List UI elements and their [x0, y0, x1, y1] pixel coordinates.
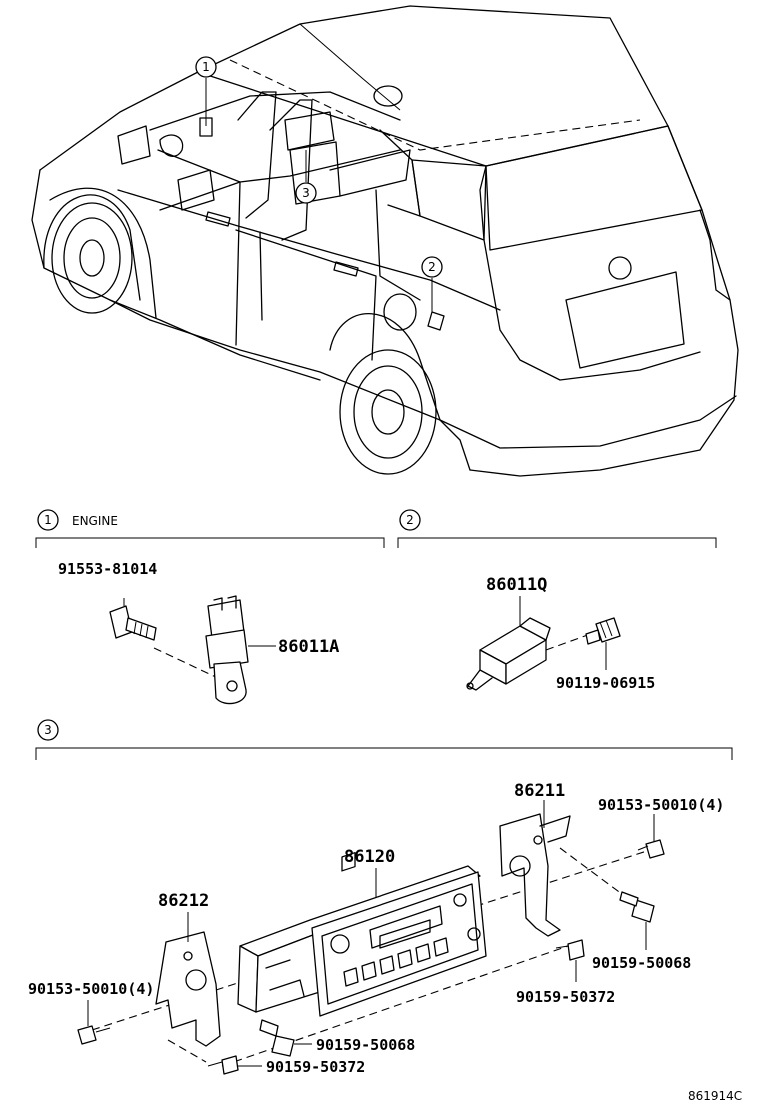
- callout-1[interactable]: 1: [195, 56, 217, 78]
- part-86120[interactable]: 86120: [344, 847, 395, 867]
- bracket-86212[interactable]: [155, 931, 221, 1047]
- part-90119-06915[interactable]: 90119-06915: [556, 674, 655, 692]
- svg-text:2: 2: [406, 513, 414, 527]
- svg-text:3: 3: [44, 723, 52, 737]
- section-1-header: 1 ENGINE: [35, 509, 385, 548]
- section-2-header: 2: [397, 509, 717, 548]
- part-90159-50068-right[interactable]: 90159-50068: [592, 954, 691, 972]
- svg-text:2: 2: [428, 260, 436, 274]
- svg-text:3: 3: [302, 186, 310, 200]
- screw-icon[interactable]: [619, 891, 655, 923]
- bolt-icon[interactable]: [585, 617, 621, 645]
- part-86011a[interactable]: 86011A: [278, 637, 339, 657]
- callout-leaders: [199, 78, 433, 312]
- section-2-parts: [466, 596, 621, 691]
- part-91553-81014[interactable]: 91553-81014: [58, 560, 157, 578]
- part-86011q[interactable]: 86011Q: [486, 575, 547, 595]
- part-90153-50010-right[interactable]: 90153-50010(4): [598, 796, 724, 814]
- screw-icon[interactable]: [207, 1055, 239, 1075]
- part-86212[interactable]: 86212: [158, 891, 209, 911]
- section-1-parts: [109, 595, 276, 705]
- radio-86120[interactable]: [237, 851, 487, 1017]
- part-86211[interactable]: 86211: [514, 781, 565, 801]
- part-90159-50372-left[interactable]: 90159-50372: [266, 1058, 365, 1076]
- bolt-icon[interactable]: [109, 605, 157, 641]
- part-90159-50068-left[interactable]: 90159-50068: [316, 1036, 415, 1054]
- sensor-86011q[interactable]: [466, 617, 551, 691]
- svg-text:ENGINE: ENGINE: [72, 514, 118, 528]
- svg-text:1: 1: [44, 513, 52, 527]
- screw-icon[interactable]: [555, 939, 585, 961]
- screw-icon[interactable]: [77, 1025, 111, 1045]
- sensor-86011a[interactable]: [205, 595, 249, 705]
- bracket-86211[interactable]: [499, 813, 571, 937]
- screw-icon[interactable]: [637, 839, 665, 859]
- callout-2[interactable]: 2: [421, 256, 443, 278]
- preset-buttons: [341, 851, 449, 987]
- figure-id: 861914C: [688, 1089, 742, 1103]
- screw-icon[interactable]: [259, 1019, 295, 1057]
- part-90159-50372-right[interactable]: 90159-50372: [516, 988, 615, 1006]
- section-3-parts: [77, 800, 665, 1075]
- vehicle-illustration: [31, 5, 739, 477]
- part-90153-50010-left[interactable]: 90153-50010(4): [28, 980, 154, 998]
- section-3-header: 3: [35, 719, 733, 760]
- svg-text:1: 1: [202, 60, 210, 74]
- callout-3[interactable]: 3: [295, 182, 317, 204]
